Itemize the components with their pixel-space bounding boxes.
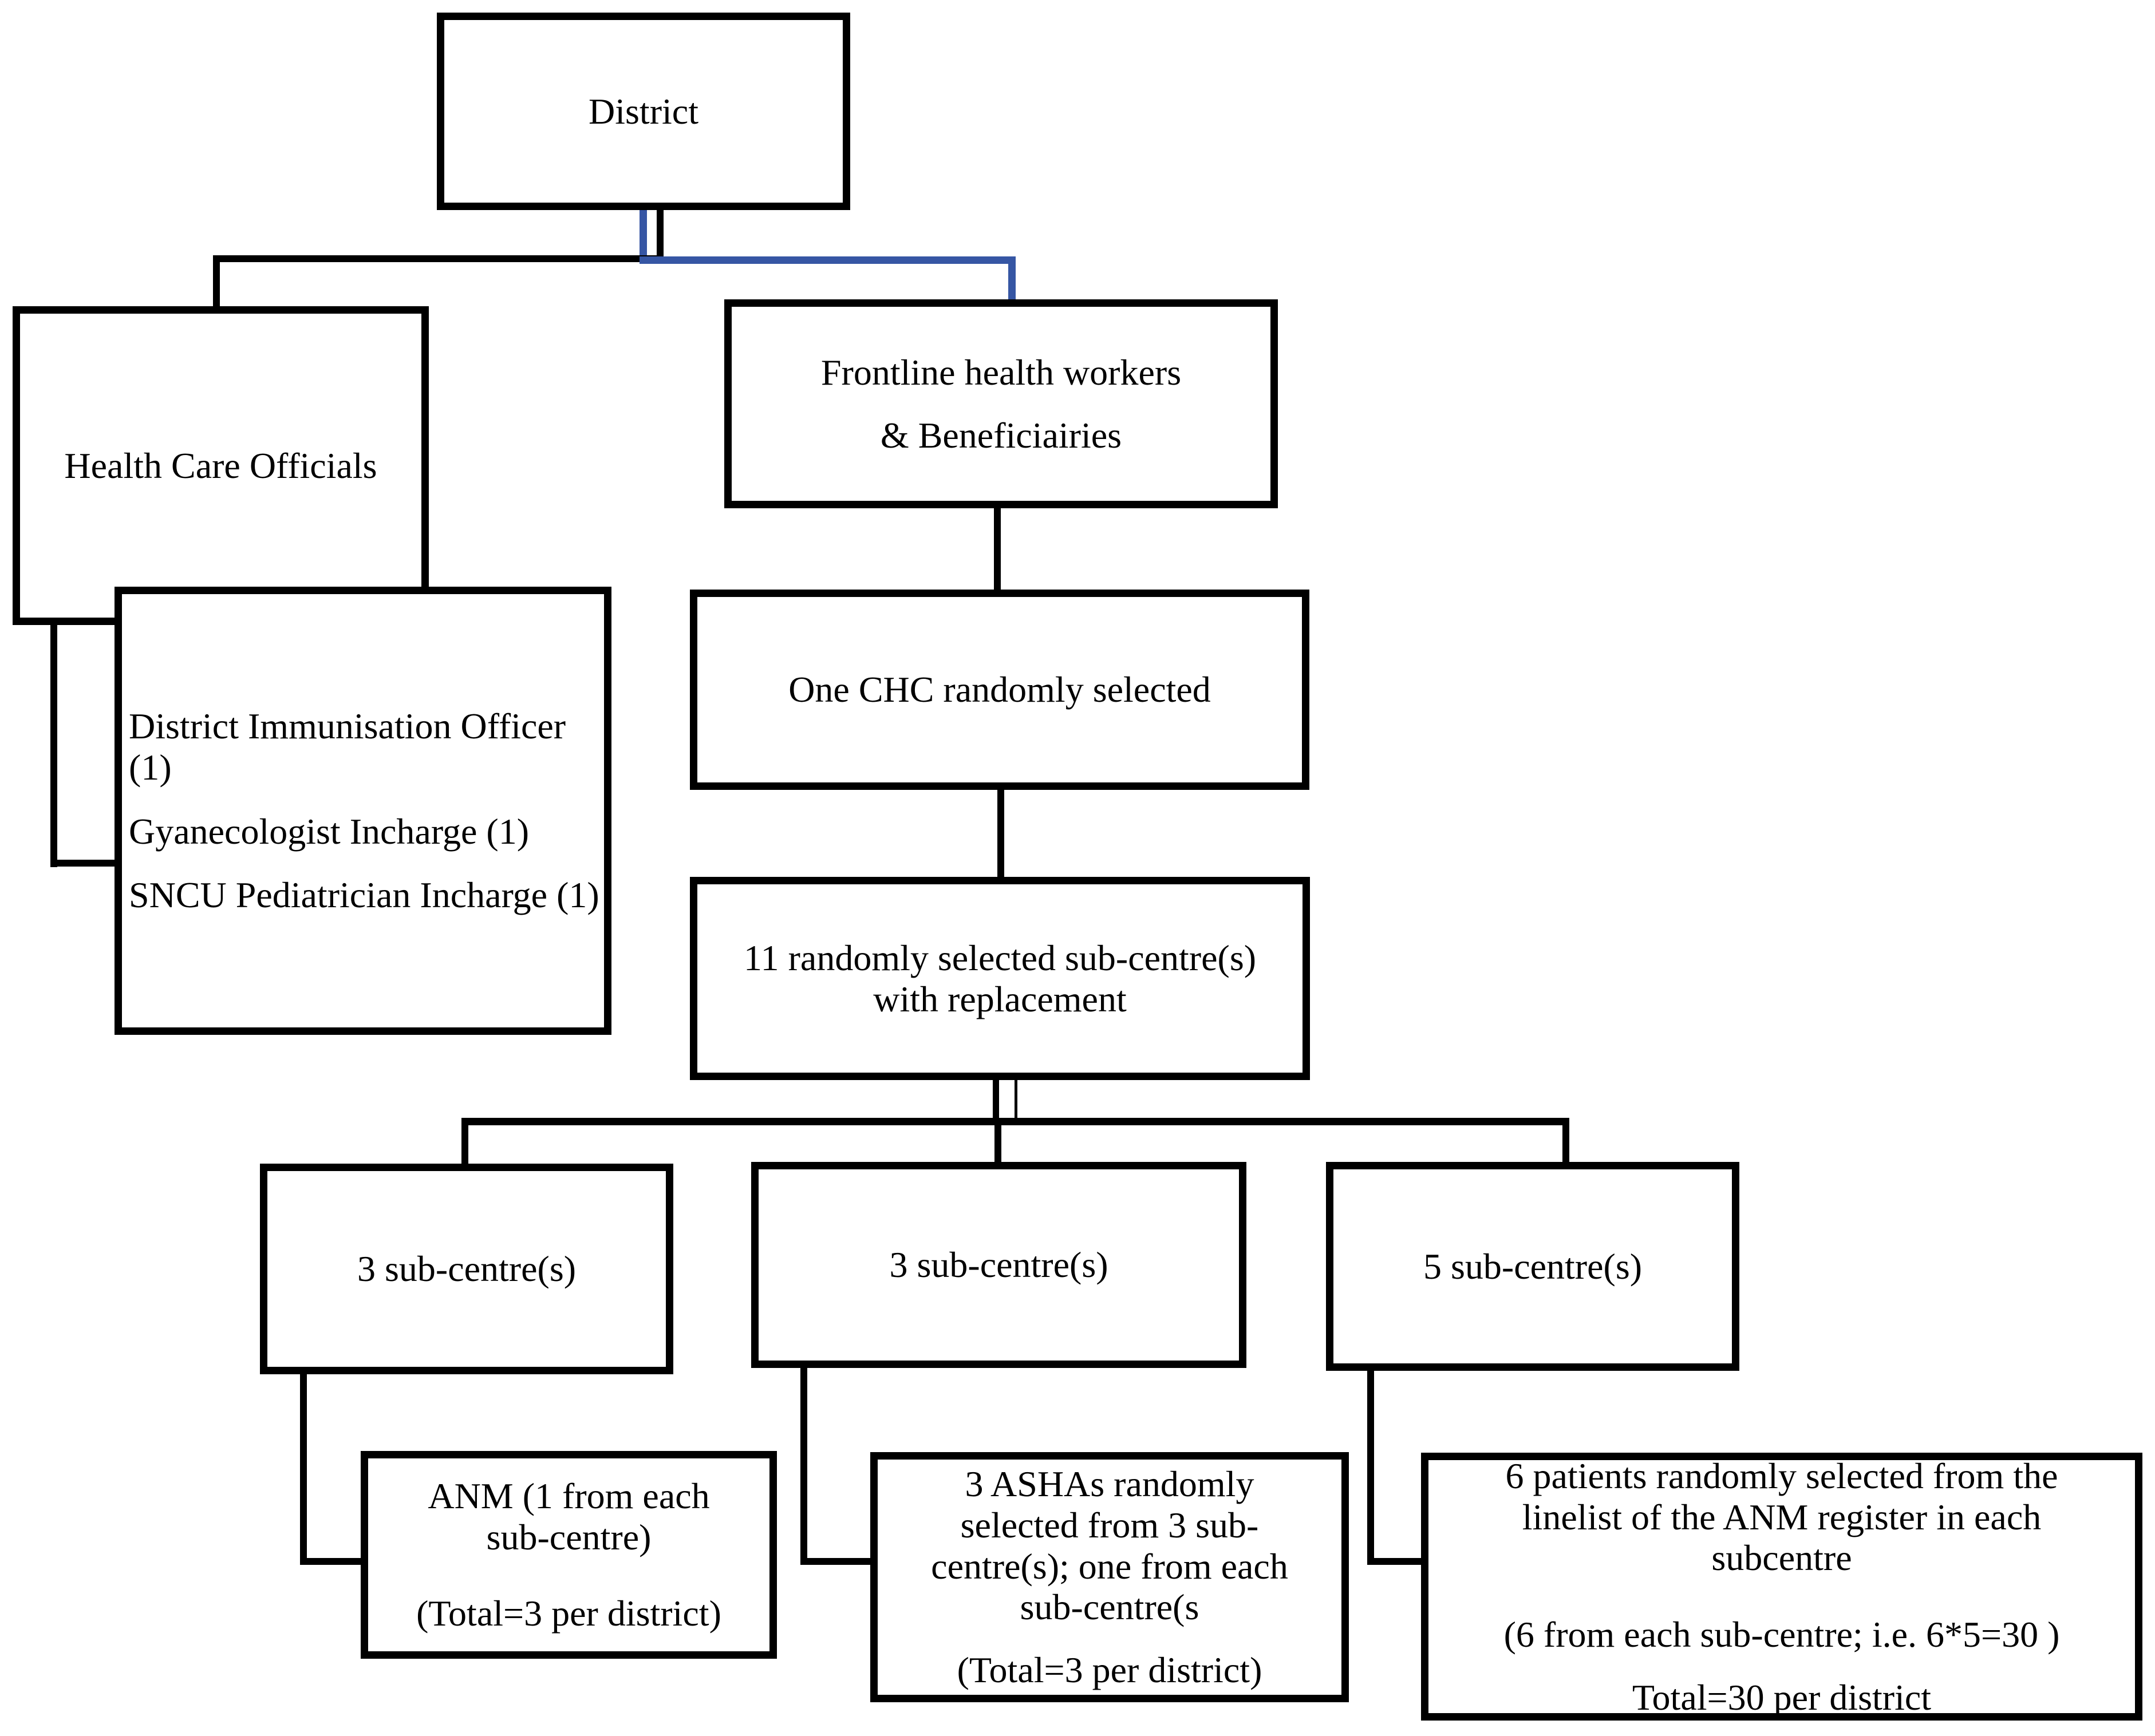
- connector-district-frontline-h: [640, 256, 1016, 264]
- frontline-workers-line2: & Beneficiairies: [880, 414, 1122, 456]
- branch-drop-middle: [994, 1118, 1001, 1167]
- frontline-workers-line1: Frontline health workers: [820, 351, 1182, 393]
- connector-subcentres11-branch-right: [1015, 1078, 1017, 1125]
- asha-line2: selected from 3 sub-: [960, 1504, 1259, 1545]
- connector-right5-patients-h: [1367, 1558, 1424, 1565]
- patients-total: Total=30 per district: [1632, 1676, 1932, 1718]
- connector-district-stub-blue: [640, 206, 647, 263]
- patients-note: (6 from each sub-centre; i.e. 6*5=30 ): [1503, 1614, 2060, 1655]
- patients-line2: linelist of the ANM register in each: [1522, 1496, 2042, 1537]
- subcentres-3-mid-box: 3 sub-centre(s): [751, 1162, 1246, 1368]
- anm-line2: sub-centre): [486, 1516, 652, 1557]
- subcentres-11-box: 11 randomly selected sub-centre(s) with …: [690, 877, 1310, 1080]
- patients-line3: subcentre: [1711, 1537, 1852, 1579]
- subcentres-5-label: 5 sub-centre(s): [1423, 1245, 1643, 1287]
- subcentres-5-box: 5 sub-centre(s): [1326, 1162, 1739, 1371]
- connector-mid3-asha-h: [800, 1558, 874, 1565]
- connector-right5-patients-v: [1367, 1368, 1374, 1565]
- connector-mid3-asha-v: [800, 1365, 807, 1565]
- frontline-workers-box: Frontline health workers & Beneficiairie…: [724, 299, 1278, 508]
- connector-left3-anm-h: [300, 1558, 364, 1565]
- asha-total: (Total=3 per district): [957, 1650, 1262, 1690]
- connector-district-officials-v: [213, 255, 220, 313]
- asha-line4: sub-centre(s: [1020, 1587, 1199, 1628]
- subcentres-11-line1: 11 randomly selected sub-centre(s): [743, 937, 1257, 978]
- subcentres-3-mid-label: 3 sub-centre(s): [889, 1244, 1108, 1286]
- anm-box: ANM (1 from each sub-centre) (Total=3 pe…: [361, 1451, 777, 1659]
- district-box: District: [437, 13, 850, 210]
- health-care-officials-label: Health Care Officials: [64, 445, 377, 486]
- connector-district-stub-black: [657, 206, 664, 262]
- officials-detail-item: SNCU Pediatrician Incharge (1): [129, 875, 599, 916]
- asha-box: 3 ASHAs randomly selected from 3 sub- ce…: [870, 1452, 1349, 1702]
- district-label: District: [589, 90, 698, 132]
- patients-box: 6 patients randomly selected from the li…: [1421, 1453, 2142, 1721]
- connector-officials-detail-h: [50, 860, 118, 867]
- anm-total: (Total=3 per district): [416, 1593, 721, 1634]
- patients-line1: 6 patients randomly selected from the: [1505, 1455, 2058, 1496]
- anm-line1: ANM (1 from each: [428, 1475, 710, 1516]
- officials-detail-item: District Immunisation Officer (1): [129, 706, 566, 788]
- branch-drop-right: [1562, 1118, 1569, 1167]
- asha-line3: centre(s); one from each: [931, 1545, 1288, 1587]
- connector-district-officials-h: [213, 255, 664, 262]
- connector-officials-detail-v: [50, 621, 57, 867]
- connector-subcentres11-branch-left: [993, 1078, 999, 1125]
- subcentres-3-left-box: 3 sub-centre(s): [260, 1164, 673, 1374]
- chc-box: One CHC randomly selected: [690, 590, 1309, 790]
- subcentres-3-left-label: 3 sub-centre(s): [357, 1248, 577, 1290]
- chc-label: One CHC randomly selected: [788, 669, 1211, 710]
- branch-drop-left: [461, 1118, 468, 1168]
- officials-detail-box: District Immunisation Officer (1) Gyanec…: [115, 587, 611, 1035]
- connector-chc-subcentres11: [997, 789, 1004, 880]
- officials-detail-item: Gyanecologist Incharge (1): [129, 810, 529, 852]
- branch-distribution-line: [461, 1118, 1569, 1125]
- connector-frontline-chc: [994, 504, 1001, 594]
- subcentres-11-line2: with replacement: [873, 978, 1127, 1019]
- connector-left3-anm-v: [300, 1371, 307, 1565]
- health-care-officials-box: Health Care Officials: [13, 306, 429, 625]
- asha-line1: 3 ASHAs randomly: [965, 1464, 1254, 1505]
